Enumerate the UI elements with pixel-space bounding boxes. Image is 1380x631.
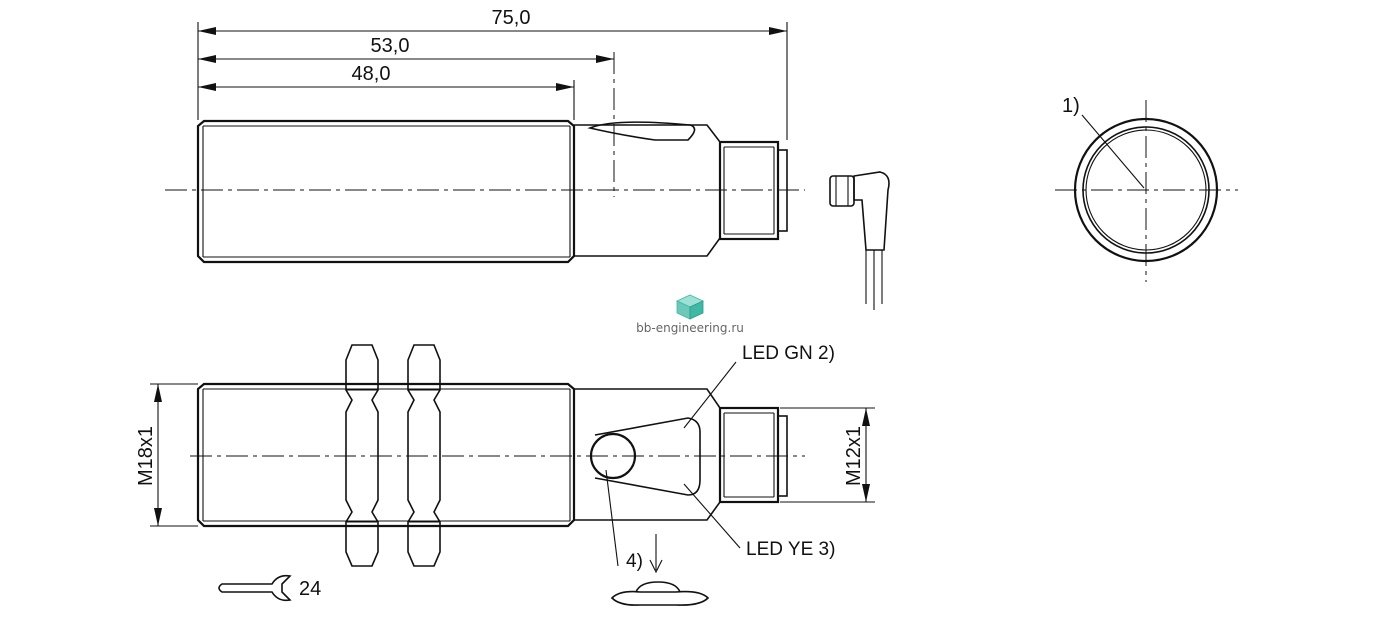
dimension-53: 53,0 — [198, 35, 614, 63]
side-view: M18x1 M12x1 LED GN 2) LED YE 3) 4) — [135, 343, 875, 606]
callout-4: 4) — [605, 469, 643, 572]
angled-cable-connector — [829, 171, 890, 310]
top-housing — [574, 121, 721, 257]
watermark-site-text: bb-engineering.ru — [636, 321, 744, 335]
dimension-label-m18: M18x1 — [135, 426, 157, 486]
wrench-icon: 24 — [218, 574, 321, 602]
dimension-label-m12: M12x1 — [843, 426, 865, 486]
view-direction-arrow — [649, 534, 663, 574]
lens-detail — [610, 581, 710, 606]
wrench-size-label: 24 — [299, 578, 321, 600]
callout-1: 1) — [1062, 95, 1080, 117]
dimension-m18: M18x1 — [135, 383, 198, 527]
hex-nut-2 — [407, 344, 441, 567]
side-threaded-body — [196, 382, 576, 528]
dimension-48: 48,0 — [198, 63, 574, 91]
hex-nut-1 — [345, 344, 379, 567]
label-led-green: LED GN 2) — [742, 343, 835, 364]
dimension-m12: M12x1 — [780, 407, 875, 503]
front-view: 1) — [1055, 95, 1238, 282]
callout-led-yellow: LED YE 3) — [683, 483, 835, 560]
dimension-label-75: 75,0 — [492, 7, 531, 29]
label-led-yellow: LED YE 3) — [746, 539, 835, 560]
top-view: 75,0 53,0 48,0 — [165, 7, 890, 310]
dimension-label-48: 48,0 — [352, 63, 391, 85]
top-threaded-body — [196, 119, 576, 264]
callout-led-green: LED GN 2) — [683, 343, 835, 429]
label-callout-4: 4) — [626, 551, 643, 572]
watermark-logo-icon — [676, 294, 704, 320]
watermark: bb-engineering.ru — [636, 294, 744, 335]
side-connector — [718, 406, 788, 504]
dimension-label-53: 53,0 — [371, 35, 410, 57]
dimension-75: 75,0 — [198, 7, 787, 35]
